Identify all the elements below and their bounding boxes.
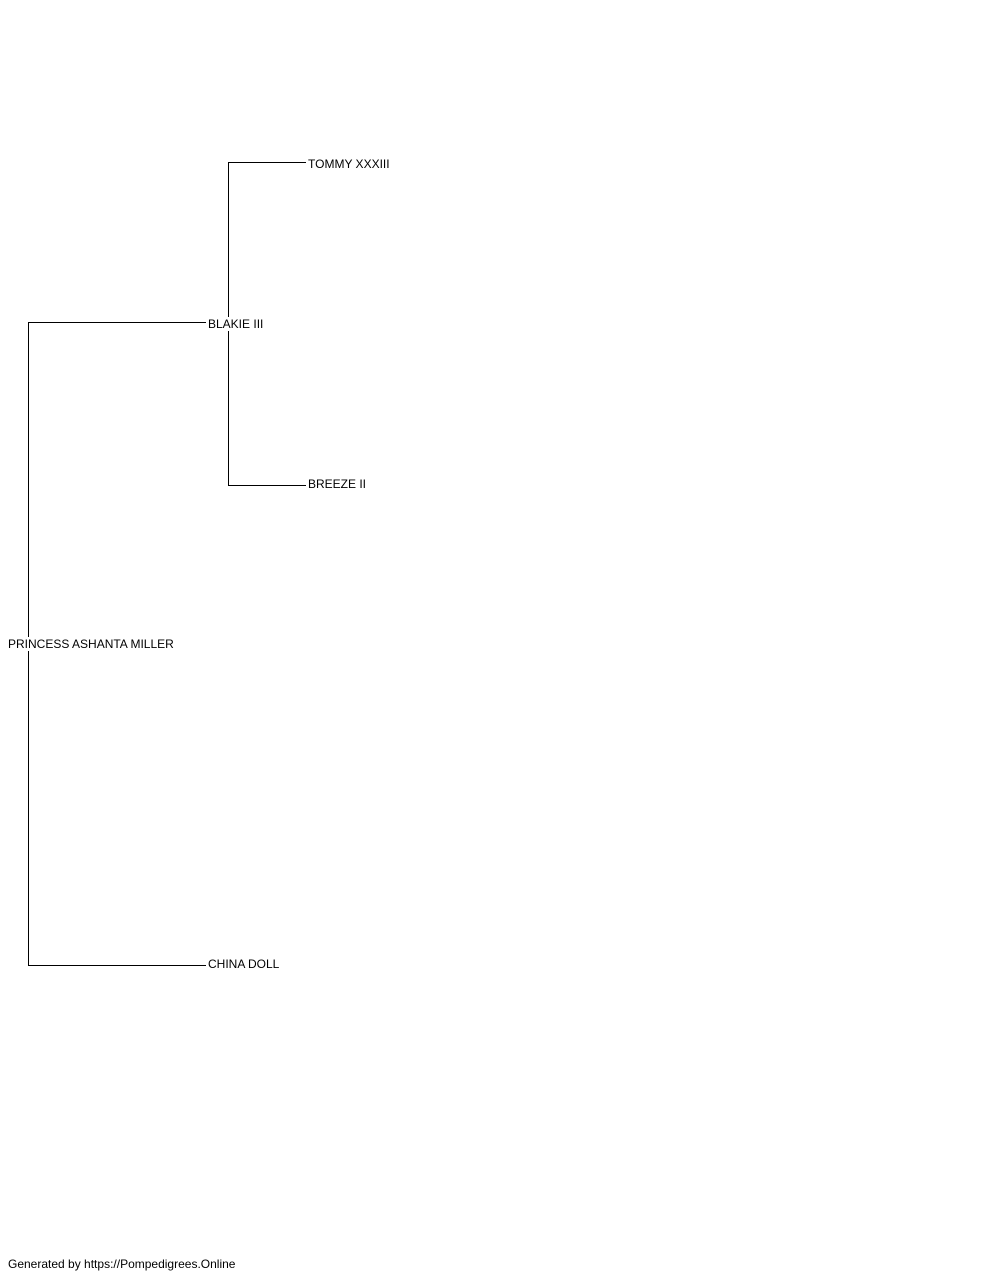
pedigree-node-sire-dam: BREEZE II — [307, 477, 368, 491]
pedigree-node-sire-sire: TOMMY XXXIII — [307, 157, 391, 171]
pedigree-node-sire: BLAKIE III — [207, 317, 265, 331]
pedigree-node-dam: CHINA DOLL — [207, 957, 281, 971]
generated-by-footer: Generated by https://Pompedigrees.Online — [8, 1257, 236, 1271]
pedigree-node-root: PRINCESS ASHANTA MILLER — [7, 637, 175, 651]
